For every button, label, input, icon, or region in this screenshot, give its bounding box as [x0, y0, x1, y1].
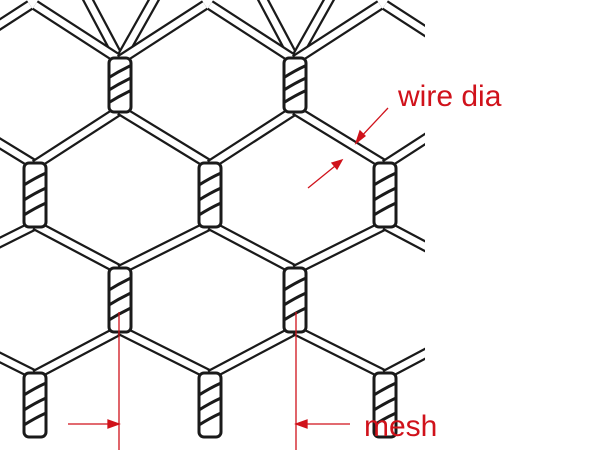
wire-dia-label: wire dia: [397, 80, 502, 113]
wire-strand-inner: [118, 327, 212, 378]
twist-turn: [108, 64, 132, 79]
twist-turn: [198, 381, 222, 397]
wire-strand-inner: [208, 222, 297, 273]
twist-turn: [198, 396, 222, 412]
twist-turn: [283, 306, 307, 322]
wire-strand-inner: [293, 327, 387, 378]
wire-dia-arrowhead-bottom: [330, 158, 344, 171]
wire-twist: [22, 371, 48, 439]
wire-strand-inner: [0, 139, 37, 168]
twist-turn: [108, 291, 132, 307]
mesh-arrowhead-left: [107, 419, 121, 429]
twist-turn: [198, 171, 222, 187]
wire-strand-inner: [117, 0, 158, 62]
wire-twist: [282, 56, 308, 114]
wire-strand-inner: [118, 2, 207, 63]
twist-turn: [198, 201, 222, 217]
twist-turn: [283, 291, 307, 307]
wire-strands: [0, 0, 600, 380]
wire-strand-inner: [0, 353, 37, 378]
twist-turn: [373, 186, 397, 202]
wire-twist: [372, 161, 398, 229]
twist-turn: [23, 411, 47, 427]
wire-strand-inner: [208, 2, 297, 63]
wire-strand-inner: [33, 327, 122, 378]
twist-turn: [283, 76, 307, 92]
twist-turn: [373, 396, 397, 412]
mesh-label: mesh: [364, 410, 437, 443]
right-blank-area: [425, 0, 600, 450]
wire-twist: [282, 266, 308, 334]
twist-turn: [283, 89, 307, 104]
wire-strand-inner: [33, 222, 122, 273]
twist-turn: [283, 276, 307, 292]
wire-strand-inner: [259, 0, 298, 62]
twist-turn: [23, 396, 47, 412]
wire-twist: [197, 161, 223, 229]
twist-turn: [108, 89, 132, 104]
wire-twist: [197, 371, 223, 439]
wire-strand-inner: [292, 0, 333, 62]
twist-turn: [198, 411, 222, 427]
wire-twist: [107, 56, 133, 114]
twist-turn: [373, 201, 397, 217]
wire-strand-inner: [208, 107, 297, 168]
twist-turn: [23, 171, 47, 187]
mesh-arrowhead-right: [294, 419, 308, 429]
wire-strand-inner: [293, 2, 382, 63]
twist-turn: [108, 76, 132, 92]
wire-strand-inner: [0, 222, 37, 247]
twist-turn: [23, 186, 47, 202]
wire-twist: [372, 371, 398, 439]
twist-turn: [283, 64, 307, 79]
twist-turn: [373, 411, 397, 427]
twist-turn: [198, 186, 222, 202]
wire-dia-arrowhead-top: [354, 129, 366, 145]
wire-strand-inner: [118, 107, 212, 168]
twist-turn: [23, 381, 47, 397]
wire-strand-inner: [0, 2, 32, 29]
wire-strand-inner: [118, 222, 212, 273]
wire-strand-inner: [84, 0, 123, 62]
wire-strand-inner: [293, 107, 387, 168]
dimension-annotations: [68, 107, 389, 450]
wire-strand-inner: [293, 222, 387, 273]
twist-turn: [108, 276, 132, 292]
wire-strand-inner: [208, 327, 297, 378]
twist-turn: [373, 381, 397, 397]
twist-turn: [23, 201, 47, 217]
wire-twist: [107, 266, 133, 334]
twist-turn: [373, 171, 397, 187]
twist-turn: [108, 306, 132, 322]
wire-twist: [22, 161, 48, 229]
wire-strand-inner: [33, 107, 122, 168]
wire-strand-inner: [33, 2, 122, 63]
